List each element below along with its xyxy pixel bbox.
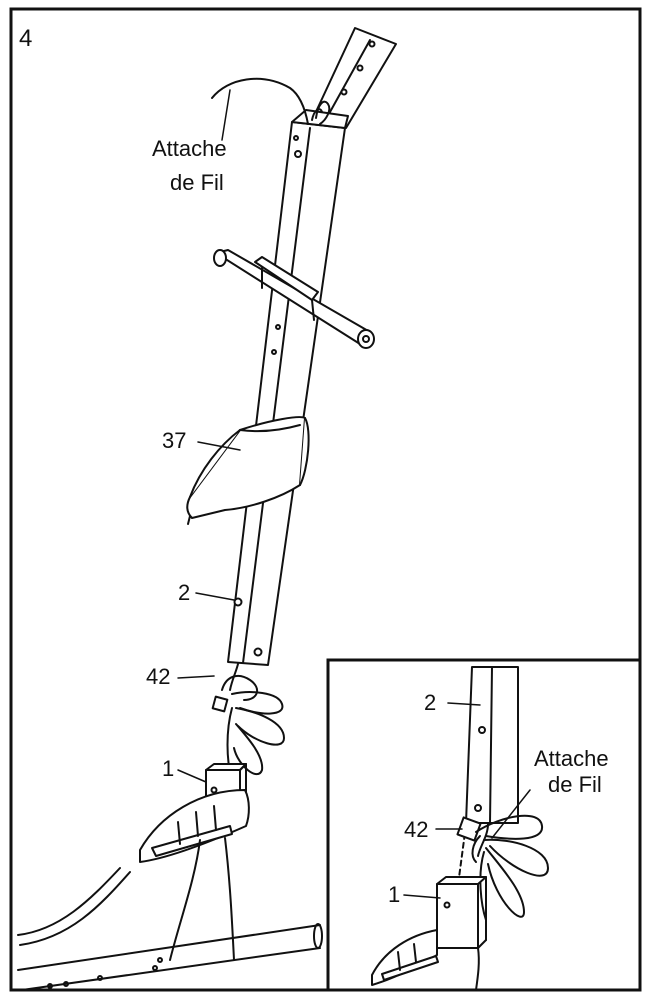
inset-socket: [371, 876, 487, 991]
inset-view: [371, 666, 549, 991]
wire-top: [211, 77, 331, 125]
inset-label-part-1: 1: [388, 882, 400, 907]
label-wire-tie-line1: Attache: [152, 136, 227, 161]
inset-label-part-2: 2: [424, 690, 436, 715]
inset-label-part-42: 42: [404, 817, 428, 842]
cross-bar: [213, 249, 375, 349]
inset-leader-lines: [403, 702, 531, 899]
inset-label-wire-tie-line2: de Fil: [548, 772, 602, 797]
label-part-37: 37: [162, 428, 186, 453]
inset-label-wire-tie-line1: Attache: [534, 746, 609, 771]
main-leader-lines: [177, 89, 241, 783]
main-frame: [17, 837, 323, 991]
inset-alignment-line: [451, 824, 467, 931]
inset-wire-bundle: [471, 814, 549, 921]
label-part-1: 1: [162, 756, 174, 781]
base-socket: [139, 763, 250, 863]
shroud: [186, 416, 310, 525]
label-part-42: 42: [146, 664, 170, 689]
step-number: 4: [19, 25, 32, 52]
label-wire-tie-line2: de Fil: [170, 170, 224, 195]
main-view: [17, 27, 397, 991]
label-part-2: 2: [178, 580, 190, 605]
